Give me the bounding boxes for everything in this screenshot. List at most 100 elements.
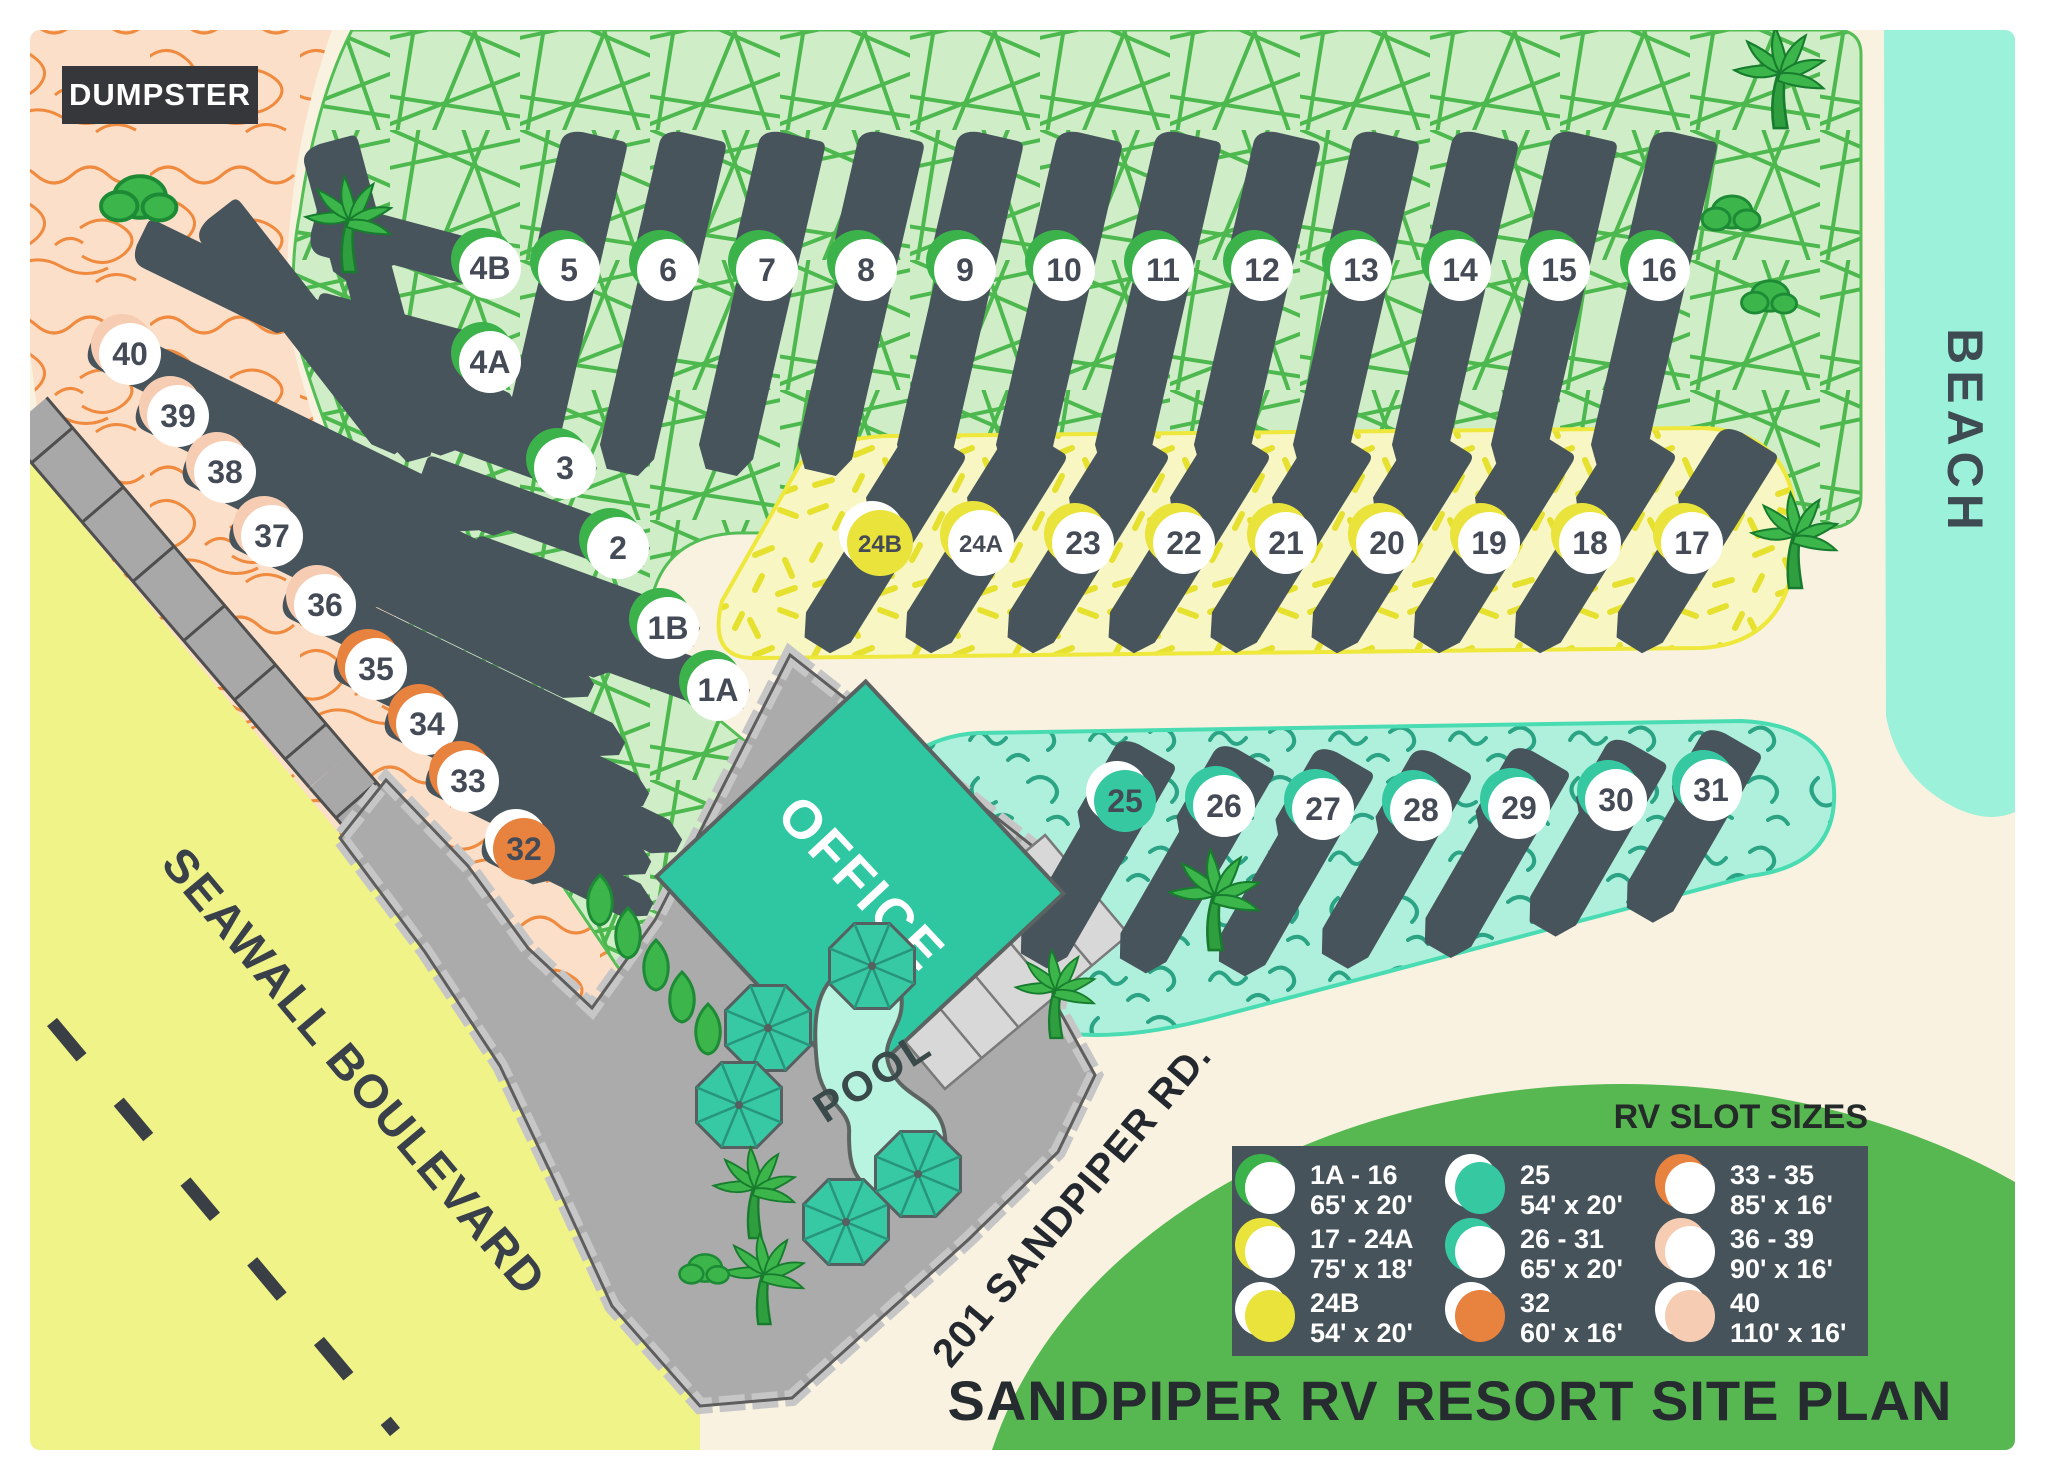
palm-tree-icon: [711, 1144, 798, 1240]
dumpster-label: DUMPSTER: [69, 77, 251, 112]
slot-badge-10: 10: [1025, 230, 1095, 301]
svg-text:33 - 35: 33 - 35: [1730, 1160, 1814, 1190]
bush-icon: [99, 174, 179, 223]
svg-text:18: 18: [1572, 525, 1608, 561]
slot-badge-2: 2: [579, 508, 649, 579]
rv-pad: [797, 131, 924, 477]
shrub-icon: [694, 1001, 722, 1056]
shrub-icon: [586, 872, 614, 927]
slot-badge-35: 35: [337, 629, 407, 700]
palm-tree-icon: [1013, 947, 1097, 1040]
slot-badge-37: 37: [233, 496, 303, 567]
svg-text:85' x 16': 85' x 16': [1730, 1190, 1833, 1220]
slot-badge-31: 31: [1672, 750, 1742, 821]
slot-badge-1B: 1B: [629, 588, 699, 659]
slot-badge-14: 14: [1421, 230, 1491, 301]
svg-text:31: 31: [1693, 772, 1729, 808]
svg-text:8: 8: [857, 252, 875, 288]
bush-icon: [1700, 194, 1762, 232]
svg-text:7: 7: [758, 252, 776, 288]
slot-badge-8: 8: [827, 230, 897, 301]
bush-icon: [1740, 279, 1799, 315]
svg-text:35: 35: [358, 651, 394, 687]
slot-badge-32: 32: [485, 809, 555, 880]
palm-tree-icon: [1748, 489, 1840, 590]
rv-pad: [500, 131, 627, 477]
svg-text:13: 13: [1343, 252, 1379, 288]
slot-badge-3: 3: [526, 428, 596, 499]
rv-pad: [282, 571, 626, 757]
svg-text:26: 26: [1206, 788, 1242, 824]
beach-label: BEACH: [1937, 328, 1993, 536]
slot-badge-26: 26: [1185, 766, 1255, 837]
svg-text:39: 39: [160, 398, 196, 434]
umbrella-icon: [695, 1061, 783, 1149]
svg-text:32: 32: [1520, 1288, 1550, 1318]
slot-badge-36: 36: [286, 565, 356, 636]
svg-text:28: 28: [1403, 792, 1439, 828]
rv-pad: [135, 382, 524, 590]
svg-text:90' x 16': 90' x 16': [1730, 1254, 1833, 1284]
svg-text:36: 36: [307, 587, 343, 623]
rv-pad: [1590, 131, 1717, 477]
legend-panel: [1232, 1146, 1868, 1356]
rv-pad: [1391, 131, 1518, 477]
slot-badge-27: 27: [1284, 769, 1354, 840]
beach-zone: [1884, 30, 2015, 817]
rv-pad: [134, 220, 523, 427]
svg-text:15: 15: [1541, 252, 1577, 288]
svg-text:1B: 1B: [648, 610, 689, 646]
shrub-icon: [614, 905, 642, 960]
slot-badge-13: 13: [1322, 230, 1392, 301]
svg-text:5: 5: [560, 252, 578, 288]
map-title: SANDPIPER RV RESORT SITE PLAN: [947, 1369, 1952, 1432]
legend-title: RV SLOT SIZES: [1614, 1098, 1868, 1136]
svg-text:3: 3: [556, 450, 574, 486]
slot-badge-34: 34: [388, 684, 458, 755]
svg-text:22: 22: [1166, 525, 1202, 561]
slot-badge-25: 25: [1086, 761, 1156, 832]
svg-text:60' x 16': 60' x 16': [1520, 1318, 1623, 1348]
rv-pad: [1490, 131, 1617, 477]
vegetation-layer: [99, 30, 1840, 1326]
svg-text:30: 30: [1598, 782, 1634, 818]
svg-text:110' x 16': 110' x 16': [1730, 1318, 1846, 1348]
svg-text:65' x 20': 65' x 20': [1520, 1254, 1623, 1284]
slot-badge-17: 17: [1653, 503, 1723, 574]
svg-text:1A - 16: 1A - 16: [1310, 1160, 1398, 1190]
rv-pad: [333, 635, 650, 808]
slot-badge-20: 20: [1348, 503, 1418, 574]
rv-pad: [87, 320, 485, 532]
slot-badge-15: 15: [1520, 230, 1590, 301]
rv-pad: [1193, 131, 1320, 477]
rv-pad: [1094, 131, 1221, 477]
rv-pad: [896, 131, 1023, 477]
dumpster-sign: DUMPSTER: [62, 66, 258, 124]
shrub-icon: [668, 969, 696, 1024]
umbrellas-layer: [695, 922, 962, 1266]
svg-text:16: 16: [1641, 252, 1677, 288]
slot-badge-4A: 4A: [451, 322, 521, 393]
svg-text:54' x 20': 54' x 20': [1520, 1190, 1623, 1220]
svg-text:4A: 4A: [470, 344, 511, 380]
rv-pad: [995, 131, 1122, 477]
svg-text:75' x 18': 75' x 18': [1310, 1254, 1413, 1284]
rv-pad: [384, 690, 683, 854]
slot-badge-18: 18: [1551, 503, 1621, 574]
svg-text:21: 21: [1268, 525, 1304, 561]
svg-text:25: 25: [1520, 1160, 1550, 1190]
rv-pad: [698, 131, 825, 477]
slot-badge-9: 9: [926, 230, 996, 301]
palm-tree-icon: [302, 173, 394, 274]
slot-badge-39: 39: [139, 376, 209, 447]
slot-badge-29: 29: [1480, 768, 1550, 839]
svg-text:37: 37: [254, 518, 290, 554]
rv-pad: [599, 131, 726, 477]
umbrella-icon: [724, 984, 812, 1072]
slot-badge-12: 12: [1223, 230, 1293, 301]
svg-text:9: 9: [956, 252, 974, 288]
